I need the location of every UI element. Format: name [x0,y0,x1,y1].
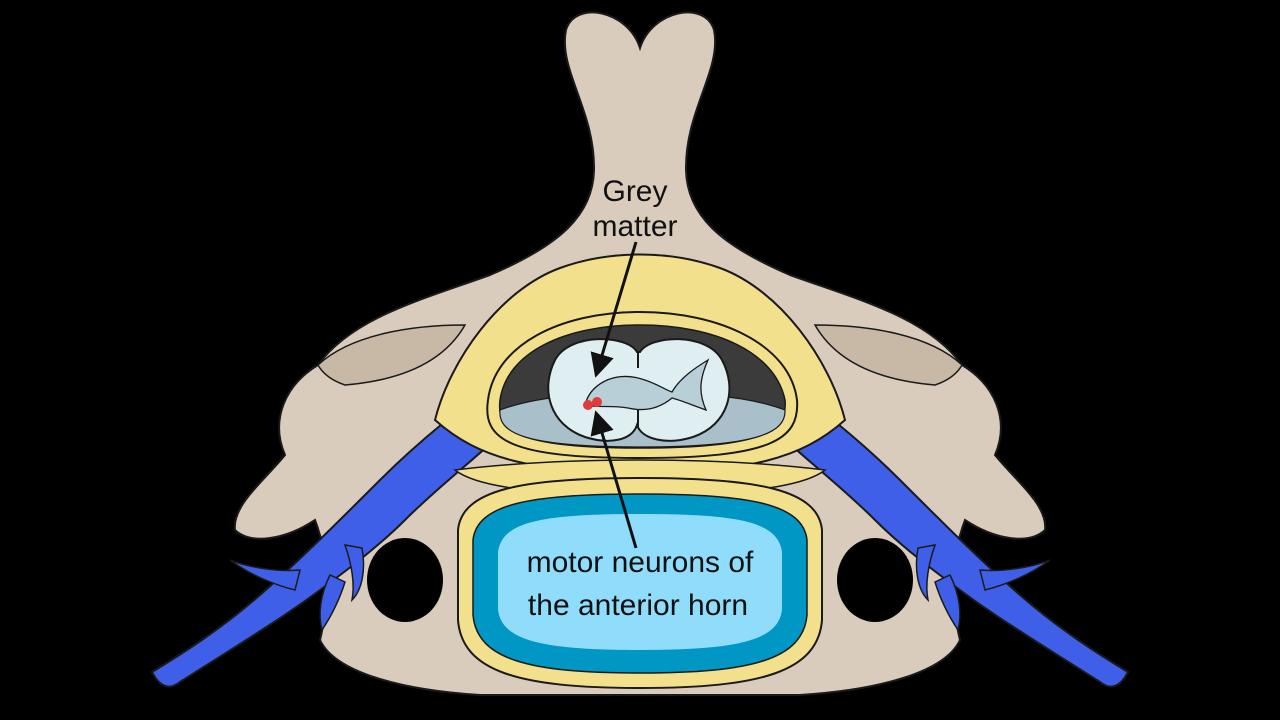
left-nerve-branch-a [229,559,301,591]
right-process-shadow [813,324,963,386]
left-spinal-nerve [150,383,507,688]
right-nerve-branch-c [915,544,937,603]
grey-matter-region [584,358,710,412]
grey-matter-label-line1: Grey [602,175,667,208]
motor-neuron-arrow [590,410,638,549]
right-nerve-branch-a [979,559,1051,591]
left-nerve-branch-b [319,574,346,632]
vertebral-body-core [498,514,782,650]
motor-neuron-1 [583,400,593,410]
grey-matter-arrow [590,241,638,378]
grey-matter-label-line2: matter [592,210,677,243]
right-spinal-nerve [773,383,1130,688]
motor-neuron-2 [592,397,602,407]
left-process-shadow [317,324,467,386]
left-nerve-branch-c [343,544,365,603]
motor-neurons-label-line1: motor neurons of [527,546,754,579]
right-transverse-foramen [837,538,913,622]
right-nerve-branch-b [934,574,961,632]
motor-neurons-label-line2: the anterior horn [528,589,748,622]
left-transverse-foramen [367,538,443,622]
